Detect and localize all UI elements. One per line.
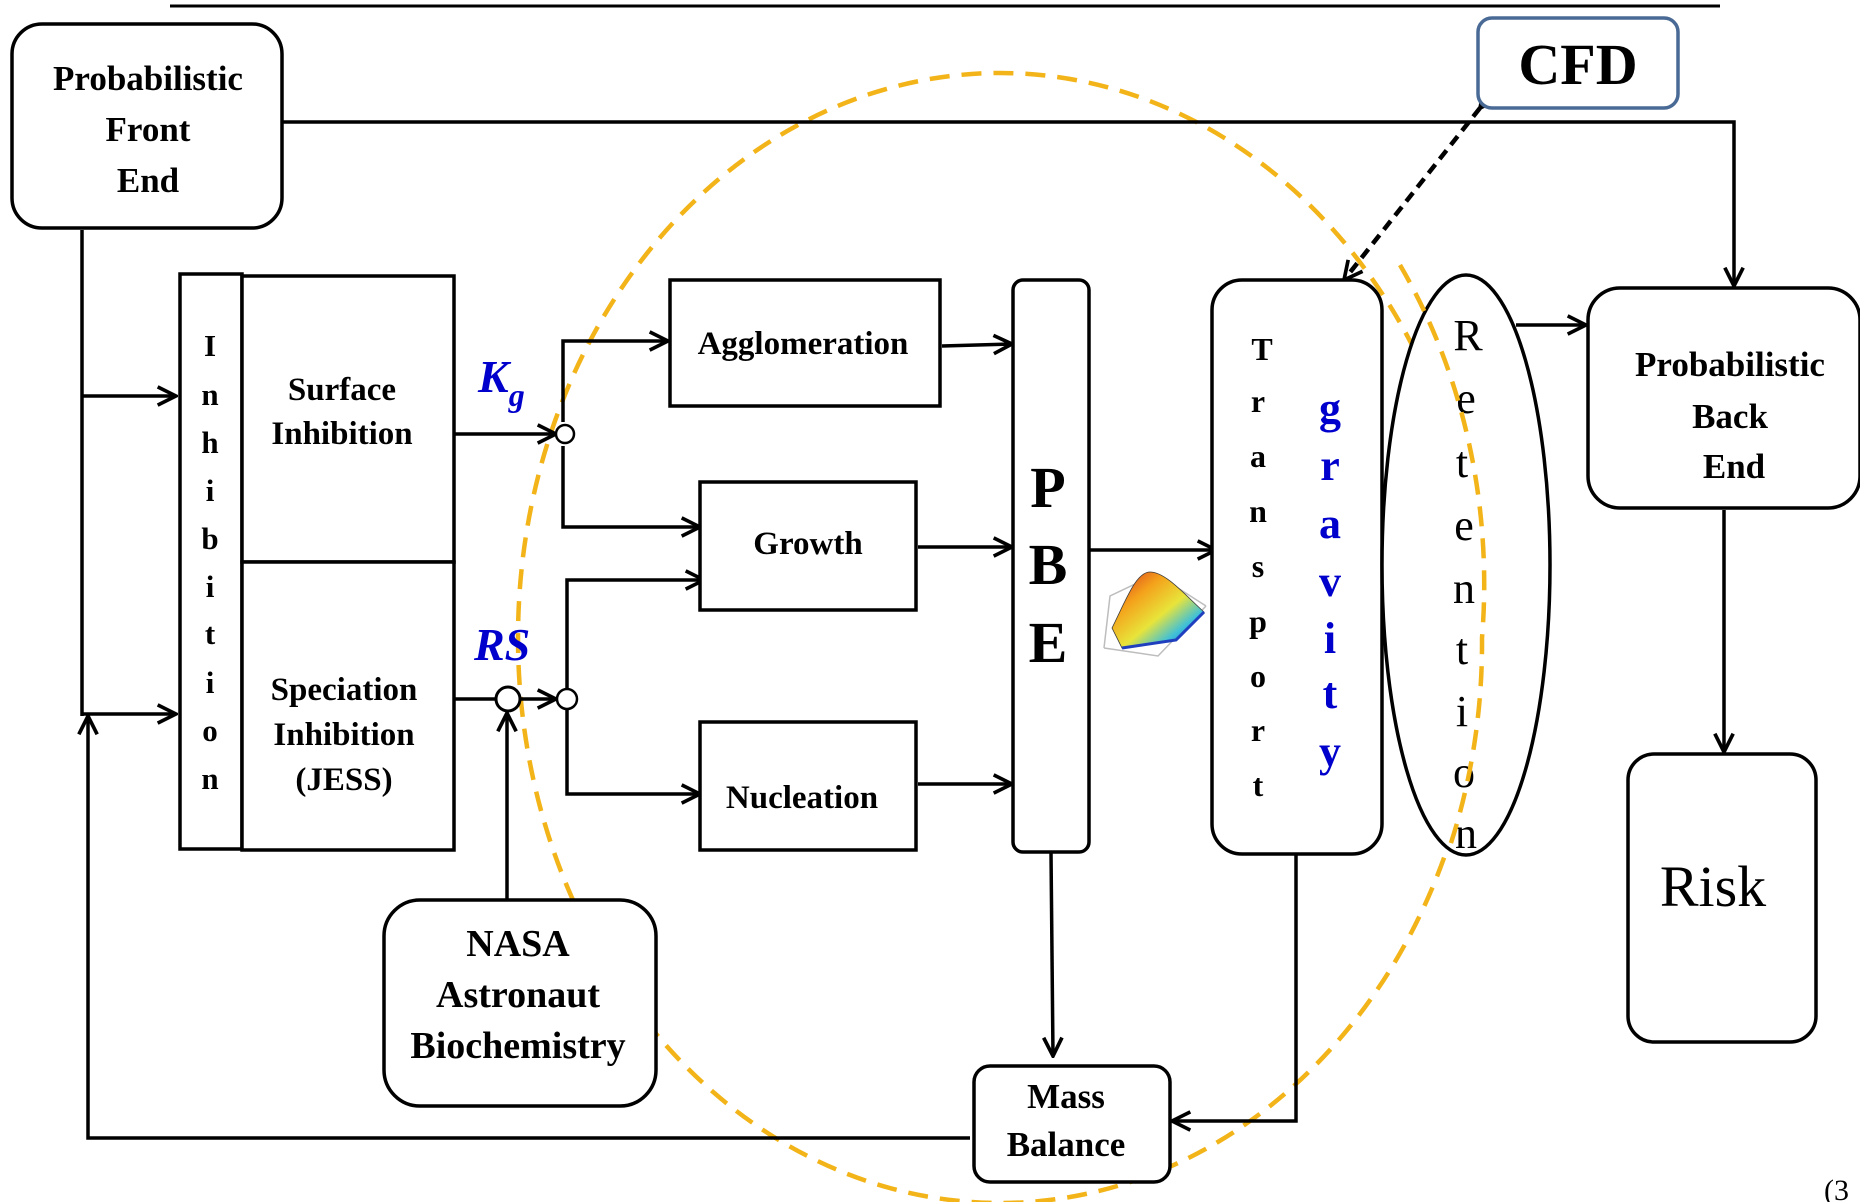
svg-text:T: T [1251, 331, 1272, 367]
svg-text:t: t [1253, 767, 1264, 803]
svg-text:h: h [201, 425, 218, 460]
svg-text:End: End [1703, 447, 1766, 486]
svg-text:P: P [1030, 455, 1065, 520]
svg-text:v: v [1319, 557, 1341, 606]
back-end-box: Probabilistic Back End [1586, 286, 1860, 510]
svg-text:o: o [202, 713, 218, 748]
gravity-label: g r a v i t y [1319, 384, 1341, 776]
svg-text:b: b [201, 521, 218, 556]
mass-balance-box: Mass Balance [972, 1064, 1172, 1184]
nucleation-box: Nucleation [698, 720, 918, 852]
surface-inhibition-box: Surface Inhibition [240, 274, 456, 564]
front-end-line-2: Front [106, 110, 191, 149]
svg-text:Nucleation: Nucleation [726, 780, 878, 816]
svg-text:a: a [1319, 499, 1341, 548]
svg-text:t: t [1456, 438, 1468, 487]
svg-text:t: t [1456, 625, 1468, 674]
svg-text:n: n [1455, 809, 1477, 858]
svg-text:r: r [1251, 712, 1265, 748]
svg-text:Probabilistic: Probabilistic [1635, 345, 1825, 384]
svg-text:n: n [201, 761, 218, 796]
svg-text:n: n [201, 377, 218, 412]
svg-text:Inhibition: Inhibition [271, 416, 412, 452]
svg-text:E: E [1029, 610, 1068, 675]
rs-junction [494, 685, 522, 713]
svg-text:i: i [1324, 614, 1336, 663]
speciation-inhibition-box: Speciation Inhibition (JESS) [240, 560, 456, 852]
svg-text:y: y [1319, 727, 1341, 776]
svg-text:Risk: Risk [1660, 854, 1766, 919]
cfd-label: CFD [1518, 32, 1637, 97]
svg-text:r: r [1251, 383, 1265, 419]
kg-label: Kg [477, 351, 525, 413]
split-junction [555, 687, 579, 711]
svg-text:Biochemistry: Biochemistry [410, 1025, 625, 1067]
pbe-box: P B E [1011, 278, 1091, 854]
surface-plot-thumbnail [1098, 568, 1208, 657]
svg-text:i: i [1456, 687, 1468, 736]
svg-text:a: a [1250, 438, 1266, 474]
footnote-label: (3 [1824, 1174, 1849, 1202]
svg-text:Balance: Balance [1007, 1125, 1126, 1164]
svg-text:e: e [1456, 374, 1476, 423]
svg-text:i: i [206, 473, 215, 508]
connectors [82, 108, 1734, 1140]
svg-text:o: o [1453, 748, 1475, 797]
svg-text:Speciation: Speciation [271, 672, 418, 708]
retention-ellipse: R e t e n t i o n [1380, 273, 1552, 858]
front-end-line-1: Probabilistic [53, 59, 243, 98]
svg-text:p: p [1249, 603, 1267, 639]
svg-text:n: n [1453, 564, 1475, 613]
svg-text:Surface: Surface [288, 372, 396, 408]
front-end-line-3: End [117, 161, 180, 200]
svg-text:r: r [1320, 441, 1340, 490]
svg-text:t: t [1323, 669, 1338, 718]
svg-text:e: e [1454, 501, 1474, 550]
svg-text:Agglomeration: Agglomeration [698, 326, 909, 362]
svg-text:i: i [206, 665, 215, 700]
svg-text:Growth: Growth [753, 526, 862, 562]
front-end-box: Probabilistic Front End [10, 22, 284, 230]
svg-text:Mass: Mass [1027, 1077, 1105, 1116]
svg-text:g: g [1319, 384, 1341, 433]
svg-text:I: I [204, 328, 216, 363]
svg-text:R: R [1453, 311, 1483, 360]
svg-text:Inhibition: Inhibition [273, 717, 414, 753]
agglomeration-box: Agglomeration [668, 278, 942, 408]
svg-text:NASA: NASA [466, 923, 570, 965]
svg-text:Astronaut: Astronaut [436, 974, 600, 1016]
svg-text:B: B [1029, 532, 1068, 597]
svg-text:Back: Back [1692, 397, 1768, 436]
nasa-box: NASA Astronaut Biochemistry [382, 898, 658, 1108]
svg-text:o: o [1250, 658, 1266, 694]
growth-box: Growth [698, 480, 918, 612]
kg-junction [554, 423, 576, 445]
risk-box: Risk [1626, 752, 1818, 1044]
transport-box: T r a n s p o r t [1210, 278, 1384, 856]
svg-text:s: s [1252, 548, 1264, 584]
svg-text:i: i [206, 569, 215, 604]
inhibition-box: I n h i b i t i o n [178, 272, 244, 851]
svg-text:t: t [205, 616, 216, 651]
rs-label: RS [473, 619, 530, 670]
svg-text:n: n [1249, 493, 1267, 529]
svg-text:(JESS): (JESS) [295, 762, 392, 798]
cfd-box: CFD [1476, 16, 1680, 110]
